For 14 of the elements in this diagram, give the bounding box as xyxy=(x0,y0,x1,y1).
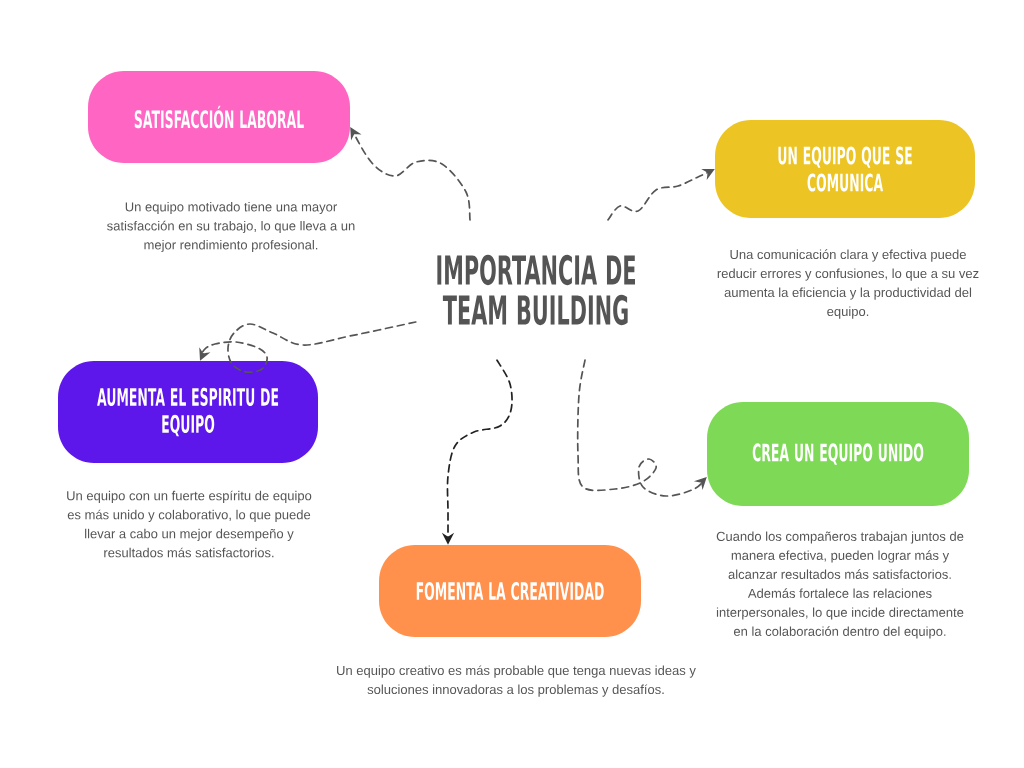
description-text: Cuando los compañeros trabajan juntos de manera efectiva, pueden lograr más y alcanzar resultados más satisfactorios. Además fortalece las relaciones interpersonales, lo que incide directamente en la colaboración dentro del equipo. xyxy=(716,531,964,639)
topic-blob: FOMENTA LA CREATIVIDAD xyxy=(379,545,641,637)
topic-blob: SATISFACCIÓN LABORAL xyxy=(88,71,350,163)
curved-arrow xyxy=(350,127,471,221)
description-text: Un equipo motivado tiene una mayor satisfacción en su trabajo, lo que lleva a un mejor rendimiento profesional. xyxy=(107,201,355,253)
topic-blob: CREA UN EQUIPO UNIDO xyxy=(707,402,969,506)
curved-arrow xyxy=(576,359,707,497)
description-text: Una comunicación clara y efectiva puede reducir errores y confusiones, lo que a su vez aumenta la eficiencia y la productividad del equipo. xyxy=(717,249,979,319)
central-heading: IMPORTANCIA DE TEAM BUILDING xyxy=(437,254,635,326)
topic-blob: UN EQUIPO QUE SE COMUNICA xyxy=(715,120,975,218)
curved-arrow xyxy=(199,321,417,374)
description-text: Un equipo creativo es más probable que tenga nuevas ideas y soluciones innovadoras a los problemas y desafíos. xyxy=(337,665,696,697)
topic-blob: AUMENTA EL ESPIRITU DE EQUIPO xyxy=(58,361,318,463)
description-text: Un equipo con un fuerte espíritu de equipo es más unido y colaborativo, lo que puede llevar a cabo un mejor desempeño y resultados más satisfactorios. xyxy=(67,490,312,558)
